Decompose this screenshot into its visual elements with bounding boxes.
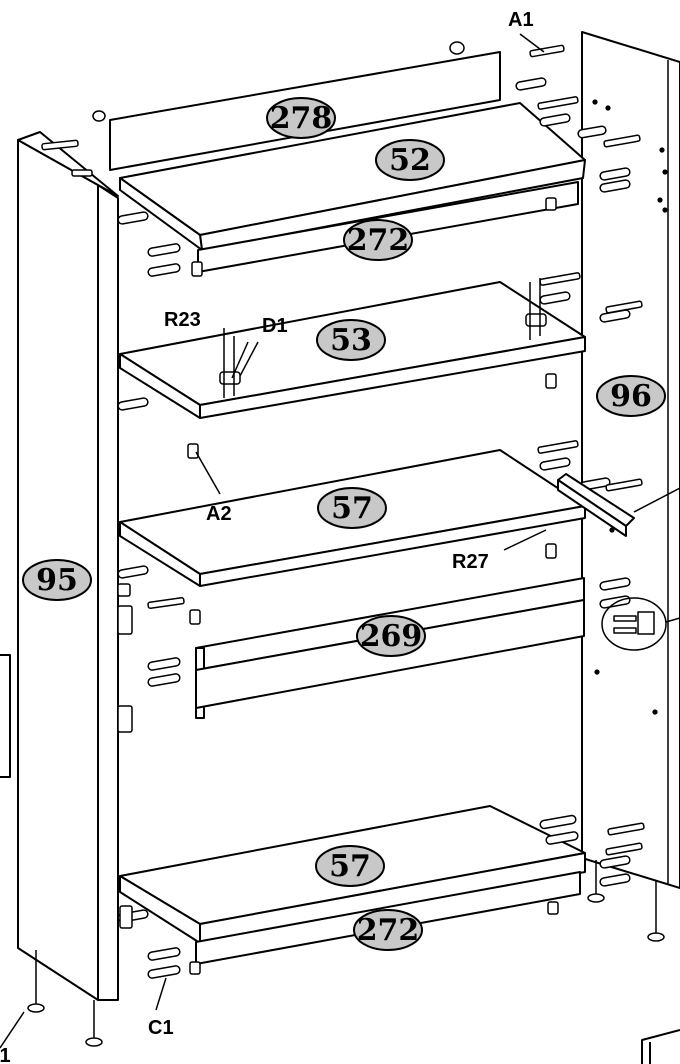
edge-box — [0, 654, 11, 778]
badge-57-bottom — [315, 845, 385, 887]
label-r27: R27 — [452, 551, 489, 573]
part-badges — [22, 97, 666, 951]
part-number-269: 269 — [360, 619, 423, 654]
bottom-right-box — [641, 1029, 680, 1064]
top-shelf-52 — [119, 102, 586, 251]
label-edge-left: I1 — [0, 1045, 11, 1064]
badge-278 — [266, 97, 336, 139]
part-number-272-bottom: 272 — [357, 913, 420, 948]
part-number-95: 95 — [36, 563, 78, 598]
hanging-rail-r27 — [557, 473, 635, 537]
badge-53 — [316, 319, 386, 361]
part-number-278: 278 — [270, 101, 333, 136]
hardware-labels: A1 R23 D1 A2 R27 C1 I1 — [0, 9, 534, 1064]
badge-272-top — [343, 219, 413, 261]
side-fittings — [117, 583, 133, 929]
label-a1: A1 — [508, 9, 534, 31]
badge-272-bottom — [353, 909, 423, 951]
part-number-53: 53 — [330, 323, 372, 358]
screws — [41, 44, 645, 856]
part-numbers: 278 52 272 53 96 57 95 269 57 272 — [36, 101, 652, 948]
part-number-96: 96 — [610, 379, 652, 414]
right-side-panel — [581, 31, 680, 889]
part-number-57-bottom: 57 — [329, 849, 371, 884]
badge-95 — [22, 559, 92, 601]
levelling-feet — [27, 41, 665, 1047]
part-number-272-top: 272 — [347, 223, 410, 258]
badge-52 — [375, 139, 445, 181]
detail-callout — [601, 487, 680, 651]
label-c1: C1 — [148, 1017, 174, 1039]
badge-57-mid — [317, 487, 387, 529]
badge-96 — [596, 375, 666, 417]
dowels — [117, 77, 631, 979]
label-d1: D1 — [262, 315, 288, 337]
badge-269 — [356, 615, 426, 657]
camlocks — [187, 197, 559, 975]
leader-lines — [0, 33, 547, 1049]
label-r23: R23 — [164, 309, 201, 331]
connector-brackets — [219, 278, 547, 398]
label-a2: A2 — [206, 503, 232, 525]
part-number-57-mid: 57 — [331, 491, 373, 526]
part-number-52: 52 — [389, 143, 431, 178]
